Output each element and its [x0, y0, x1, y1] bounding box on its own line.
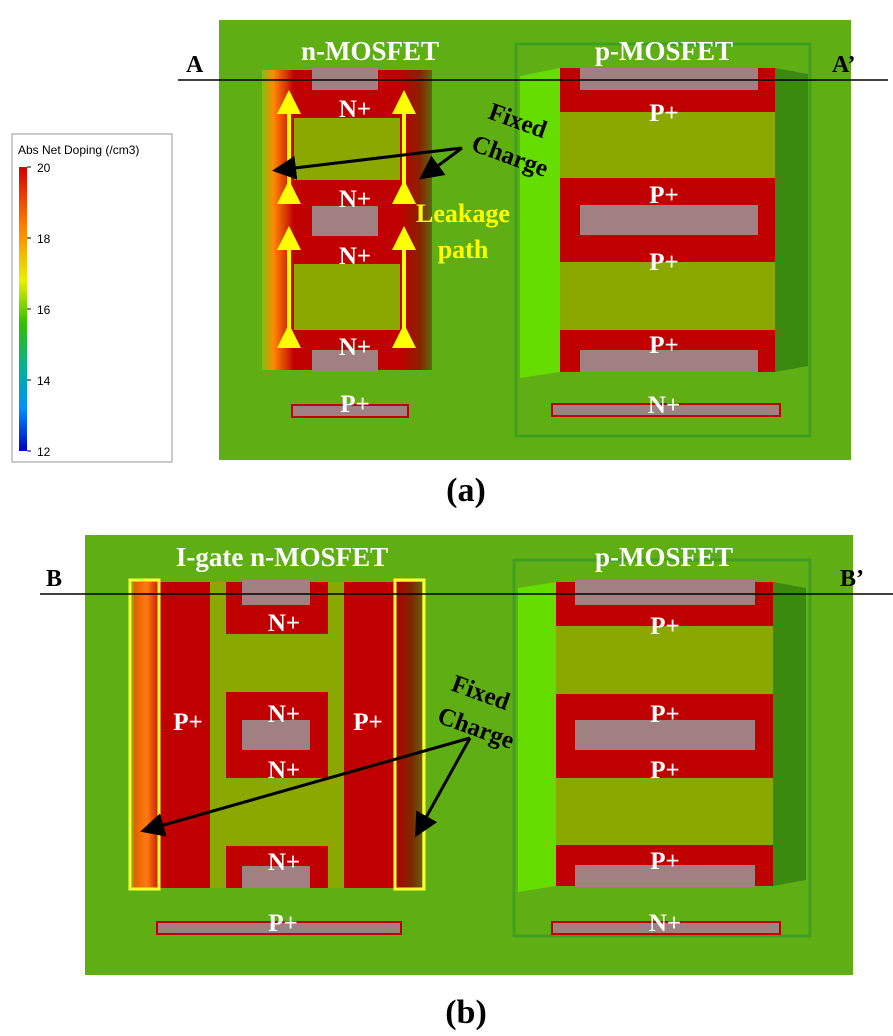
region-label: N+ [339, 334, 371, 361]
panel-a: A A’ n-MOSFET p-MOSFET N+ N+ N+ N+ P+ P+… [178, 20, 888, 509]
legend-tick-18: 18 [37, 232, 51, 246]
contact [242, 580, 310, 605]
region-label: P+ [650, 701, 680, 728]
region-label: N+ [268, 610, 300, 637]
body-contact [156, 921, 402, 935]
contact [242, 866, 310, 888]
body-contact [291, 404, 409, 418]
region-label: P+ [649, 100, 679, 127]
region-label: N+ [268, 849, 300, 876]
contact [242, 720, 310, 750]
region-label: P+ [650, 757, 680, 784]
cut-label-b-prime: B’ [840, 566, 864, 592]
pmos-title: p-MOSFET [595, 36, 733, 66]
panel-a-caption: (a) [446, 472, 486, 509]
leakage-path-label: Leakage [416, 199, 510, 228]
fixed-charge-arrows [272, 146, 463, 180]
region-label: P+ [650, 848, 680, 875]
doping-legend: Abs Net Doping (/cm3) 20 18 16 14 12 [11, 133, 173, 463]
leakage-path-arrows [277, 90, 416, 348]
region-label: N+ [268, 757, 300, 784]
legend-tick-14: 14 [37, 374, 51, 388]
legend-title: Abs Net Doping (/cm3) [18, 143, 139, 157]
contact [575, 720, 755, 750]
body-contact-label: P+ [340, 391, 370, 418]
cut-label-a: A [186, 52, 204, 78]
region-label: N+ [339, 243, 371, 270]
panel-b-caption: (b) [445, 994, 487, 1031]
contact [575, 865, 755, 887]
gate-side-label: P+ [353, 709, 383, 736]
highlight-box-left [128, 578, 161, 891]
contact [580, 350, 758, 372]
legend-colorbar [19, 167, 27, 451]
contact [312, 206, 378, 236]
leakage-path-label: path [438, 235, 489, 264]
body-contact-label: N+ [648, 392, 680, 419]
contact [312, 350, 378, 372]
region-label: N+ [339, 96, 371, 123]
nmos-title: n-MOSFET [301, 36, 439, 66]
panel-b: B B’ I-gate n-MOSFET p-MOSFET N+ N+ N+ N… [40, 535, 893, 1031]
region-label: P+ [650, 613, 680, 640]
contact [580, 68, 758, 90]
legend-tick-20: 20 [37, 161, 51, 175]
body-contact [551, 403, 781, 417]
igate-nmos-title: I-gate n-MOSFET [176, 542, 388, 572]
region-label: N+ [268, 701, 300, 728]
contact [575, 580, 755, 605]
panel-a-pmosfet [514, 42, 812, 438]
legend-tick-12: 12 [37, 445, 51, 459]
panel-b-pmosfet [512, 558, 812, 938]
cut-label-b: B [46, 566, 62, 592]
contact [580, 205, 758, 235]
pmos-title: p-MOSFET [595, 542, 733, 572]
gate-side-label: P+ [173, 709, 203, 736]
region-label: N+ [339, 186, 371, 213]
body-contact-label: N+ [649, 910, 681, 937]
region-label: P+ [649, 332, 679, 359]
contact [312, 68, 378, 90]
fixed-charge-arrows [140, 736, 472, 838]
cut-label-a-prime: A’ [832, 52, 856, 78]
highlight-box-right [393, 578, 426, 891]
legend-tick-16: 16 [37, 303, 51, 317]
body-contact-label: P+ [268, 910, 298, 937]
region-label: P+ [649, 249, 679, 276]
body-contact [551, 921, 781, 935]
panel-b-igate-nmosfet [128, 578, 426, 935]
region-label: P+ [649, 182, 679, 209]
